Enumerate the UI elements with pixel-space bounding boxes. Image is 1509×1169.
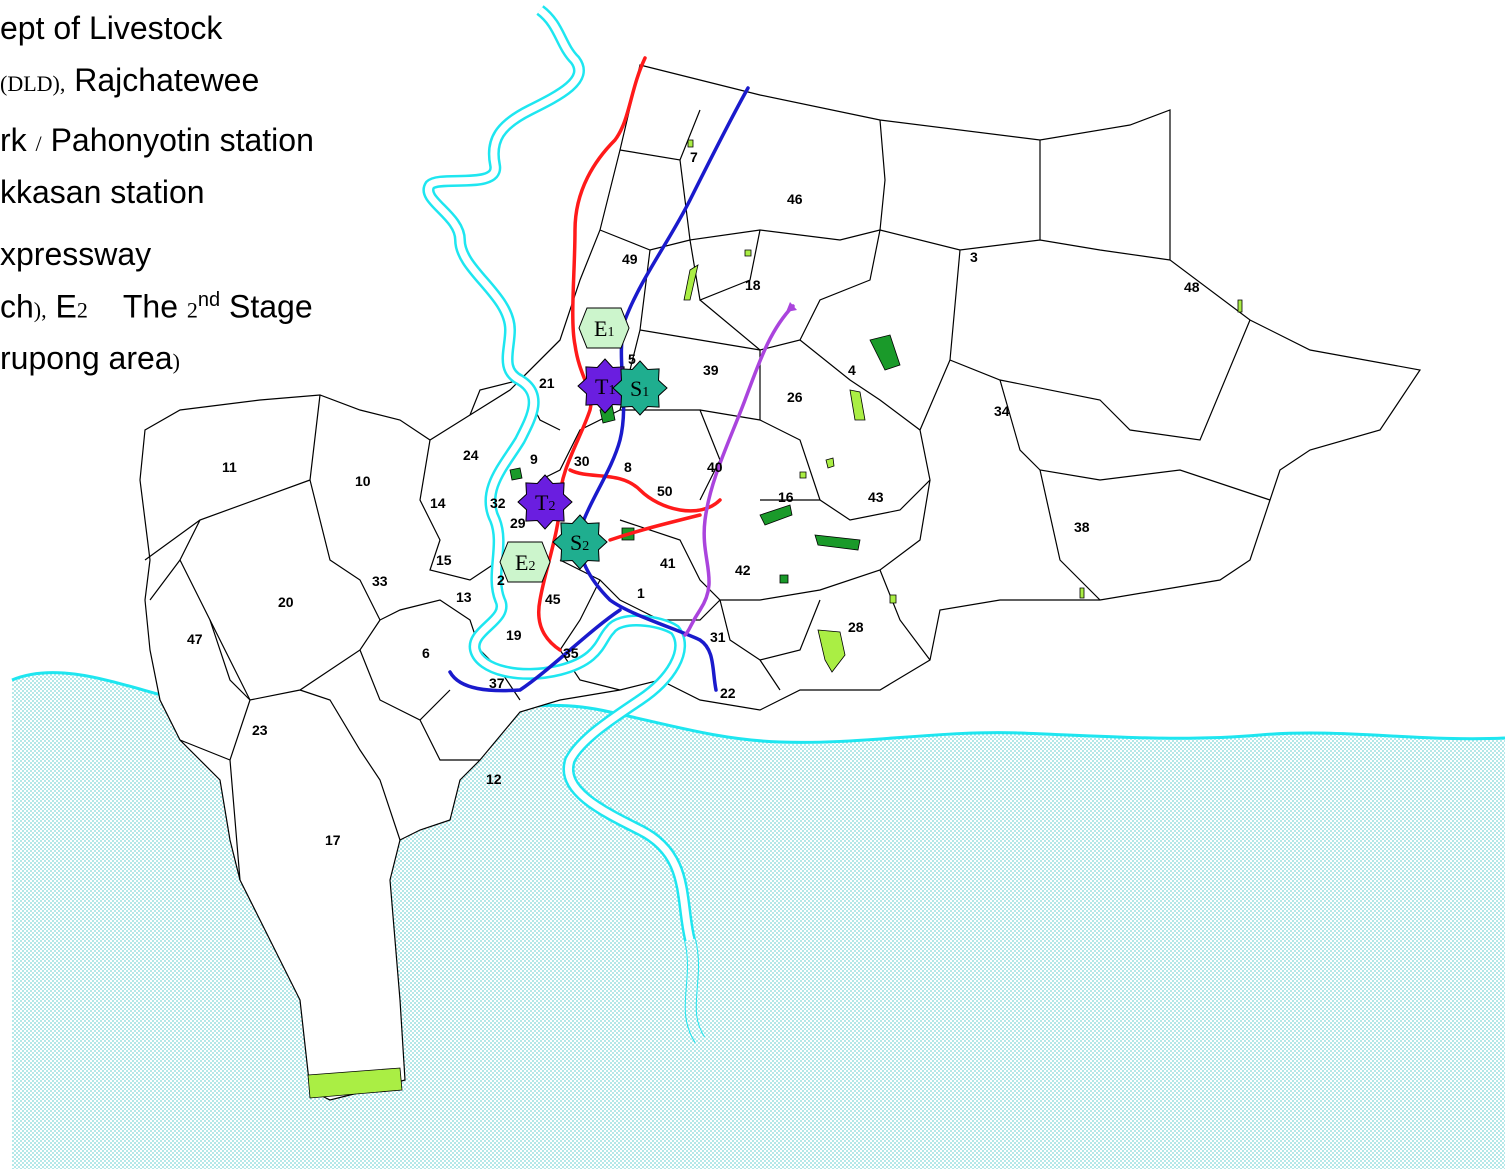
legend-line-7: rupong area) xyxy=(0,340,180,376)
chao-phraya-river xyxy=(422,5,710,1122)
marker-label: T1 xyxy=(595,374,615,399)
district-number-22: 22 xyxy=(720,685,736,701)
district-number-50: 50 xyxy=(657,483,673,499)
district-number-31: 31 xyxy=(710,629,726,645)
district-number-24: 24 xyxy=(463,447,479,463)
marker-label: S2 xyxy=(570,530,589,555)
marker-s1: S1 xyxy=(612,360,668,416)
marker-shape xyxy=(578,307,630,349)
marker-label: T2 xyxy=(535,490,555,515)
district-number-15: 15 xyxy=(436,552,452,568)
blue-line xyxy=(577,86,750,692)
marker-shape xyxy=(552,514,608,570)
district-number-28: 28 xyxy=(848,619,864,635)
marker-shape xyxy=(612,360,668,416)
district-number-39: 39 xyxy=(703,362,719,378)
district-number-13: 13 xyxy=(456,589,472,605)
marker-label: S1 xyxy=(630,376,649,401)
district-number-18: 18 xyxy=(745,277,761,293)
legend-line-1: ept of Livestock xyxy=(0,10,223,46)
legend-line-5: xpressway xyxy=(0,236,152,272)
district-number-7: 7 xyxy=(690,149,698,165)
district-number-29: 29 xyxy=(510,515,526,531)
district-number-12: 12 xyxy=(486,771,502,787)
district-number-8: 8 xyxy=(624,459,632,475)
district-number-37: 37 xyxy=(489,675,505,691)
district-number-40: 40 xyxy=(707,459,723,475)
district-number-45: 45 xyxy=(545,591,561,607)
district-number-10: 10 xyxy=(355,473,371,489)
purple-line-end-arrow xyxy=(786,302,797,312)
district-number-1: 1 xyxy=(637,585,645,601)
district-number-26: 26 xyxy=(787,389,803,405)
marker-e1: E1 xyxy=(578,307,630,349)
marker-shape xyxy=(499,541,551,583)
marker-label: E1 xyxy=(594,316,614,341)
district-number-17: 17 xyxy=(325,832,341,848)
district-number-35: 35 xyxy=(563,645,579,661)
district-number-42: 42 xyxy=(735,562,751,578)
district-number-2: 2 xyxy=(497,572,505,588)
district-number-9: 9 xyxy=(530,451,538,467)
district-number-47: 47 xyxy=(187,631,203,647)
district-number-46: 46 xyxy=(787,191,803,207)
marker-shape xyxy=(517,474,573,530)
district-number-33: 33 xyxy=(372,573,388,589)
marker-t2: T2 xyxy=(517,474,573,530)
red-line-branch-2 xyxy=(608,513,702,542)
district-number-11: 11 xyxy=(222,459,237,475)
district-number-30: 30 xyxy=(574,453,590,469)
district-number-19: 19 xyxy=(506,627,522,643)
district-number-5: 5 xyxy=(628,351,636,367)
marker-e2: E2 xyxy=(499,541,551,583)
marker-label: E2 xyxy=(515,550,535,575)
district-number-20: 20 xyxy=(278,594,294,610)
district-number-16: 16 xyxy=(778,489,794,505)
legend-line-2: (DLD), Rajchatewee xyxy=(0,62,260,98)
district-number-4: 4 xyxy=(848,362,856,378)
purple-line xyxy=(683,304,795,637)
district-number-48: 48 xyxy=(1184,279,1200,295)
legend-line-3: rk / Pahonyotin station xyxy=(0,122,314,158)
district-number-21: 21 xyxy=(539,375,555,391)
marker-s2: S2 xyxy=(552,514,608,570)
district-number-3: 3 xyxy=(970,249,978,265)
district-number-38: 38 xyxy=(1074,519,1090,535)
legend-line-4: kkasan station xyxy=(0,174,205,210)
district-number-23: 23 xyxy=(252,722,268,738)
district-number-32: 32 xyxy=(490,495,506,511)
district-number-43: 43 xyxy=(868,489,884,505)
legend-line-6: ch), E2 The 2nd Stage xyxy=(0,288,313,325)
district-number-6: 6 xyxy=(422,645,430,661)
blue-line-branch xyxy=(448,608,622,693)
district-number-14: 14 xyxy=(430,495,446,511)
district-number-34: 34 xyxy=(994,403,1010,419)
district-number-49: 49 xyxy=(622,251,638,267)
district-number-41: 41 xyxy=(660,555,676,571)
red-line-branch xyxy=(568,468,722,513)
